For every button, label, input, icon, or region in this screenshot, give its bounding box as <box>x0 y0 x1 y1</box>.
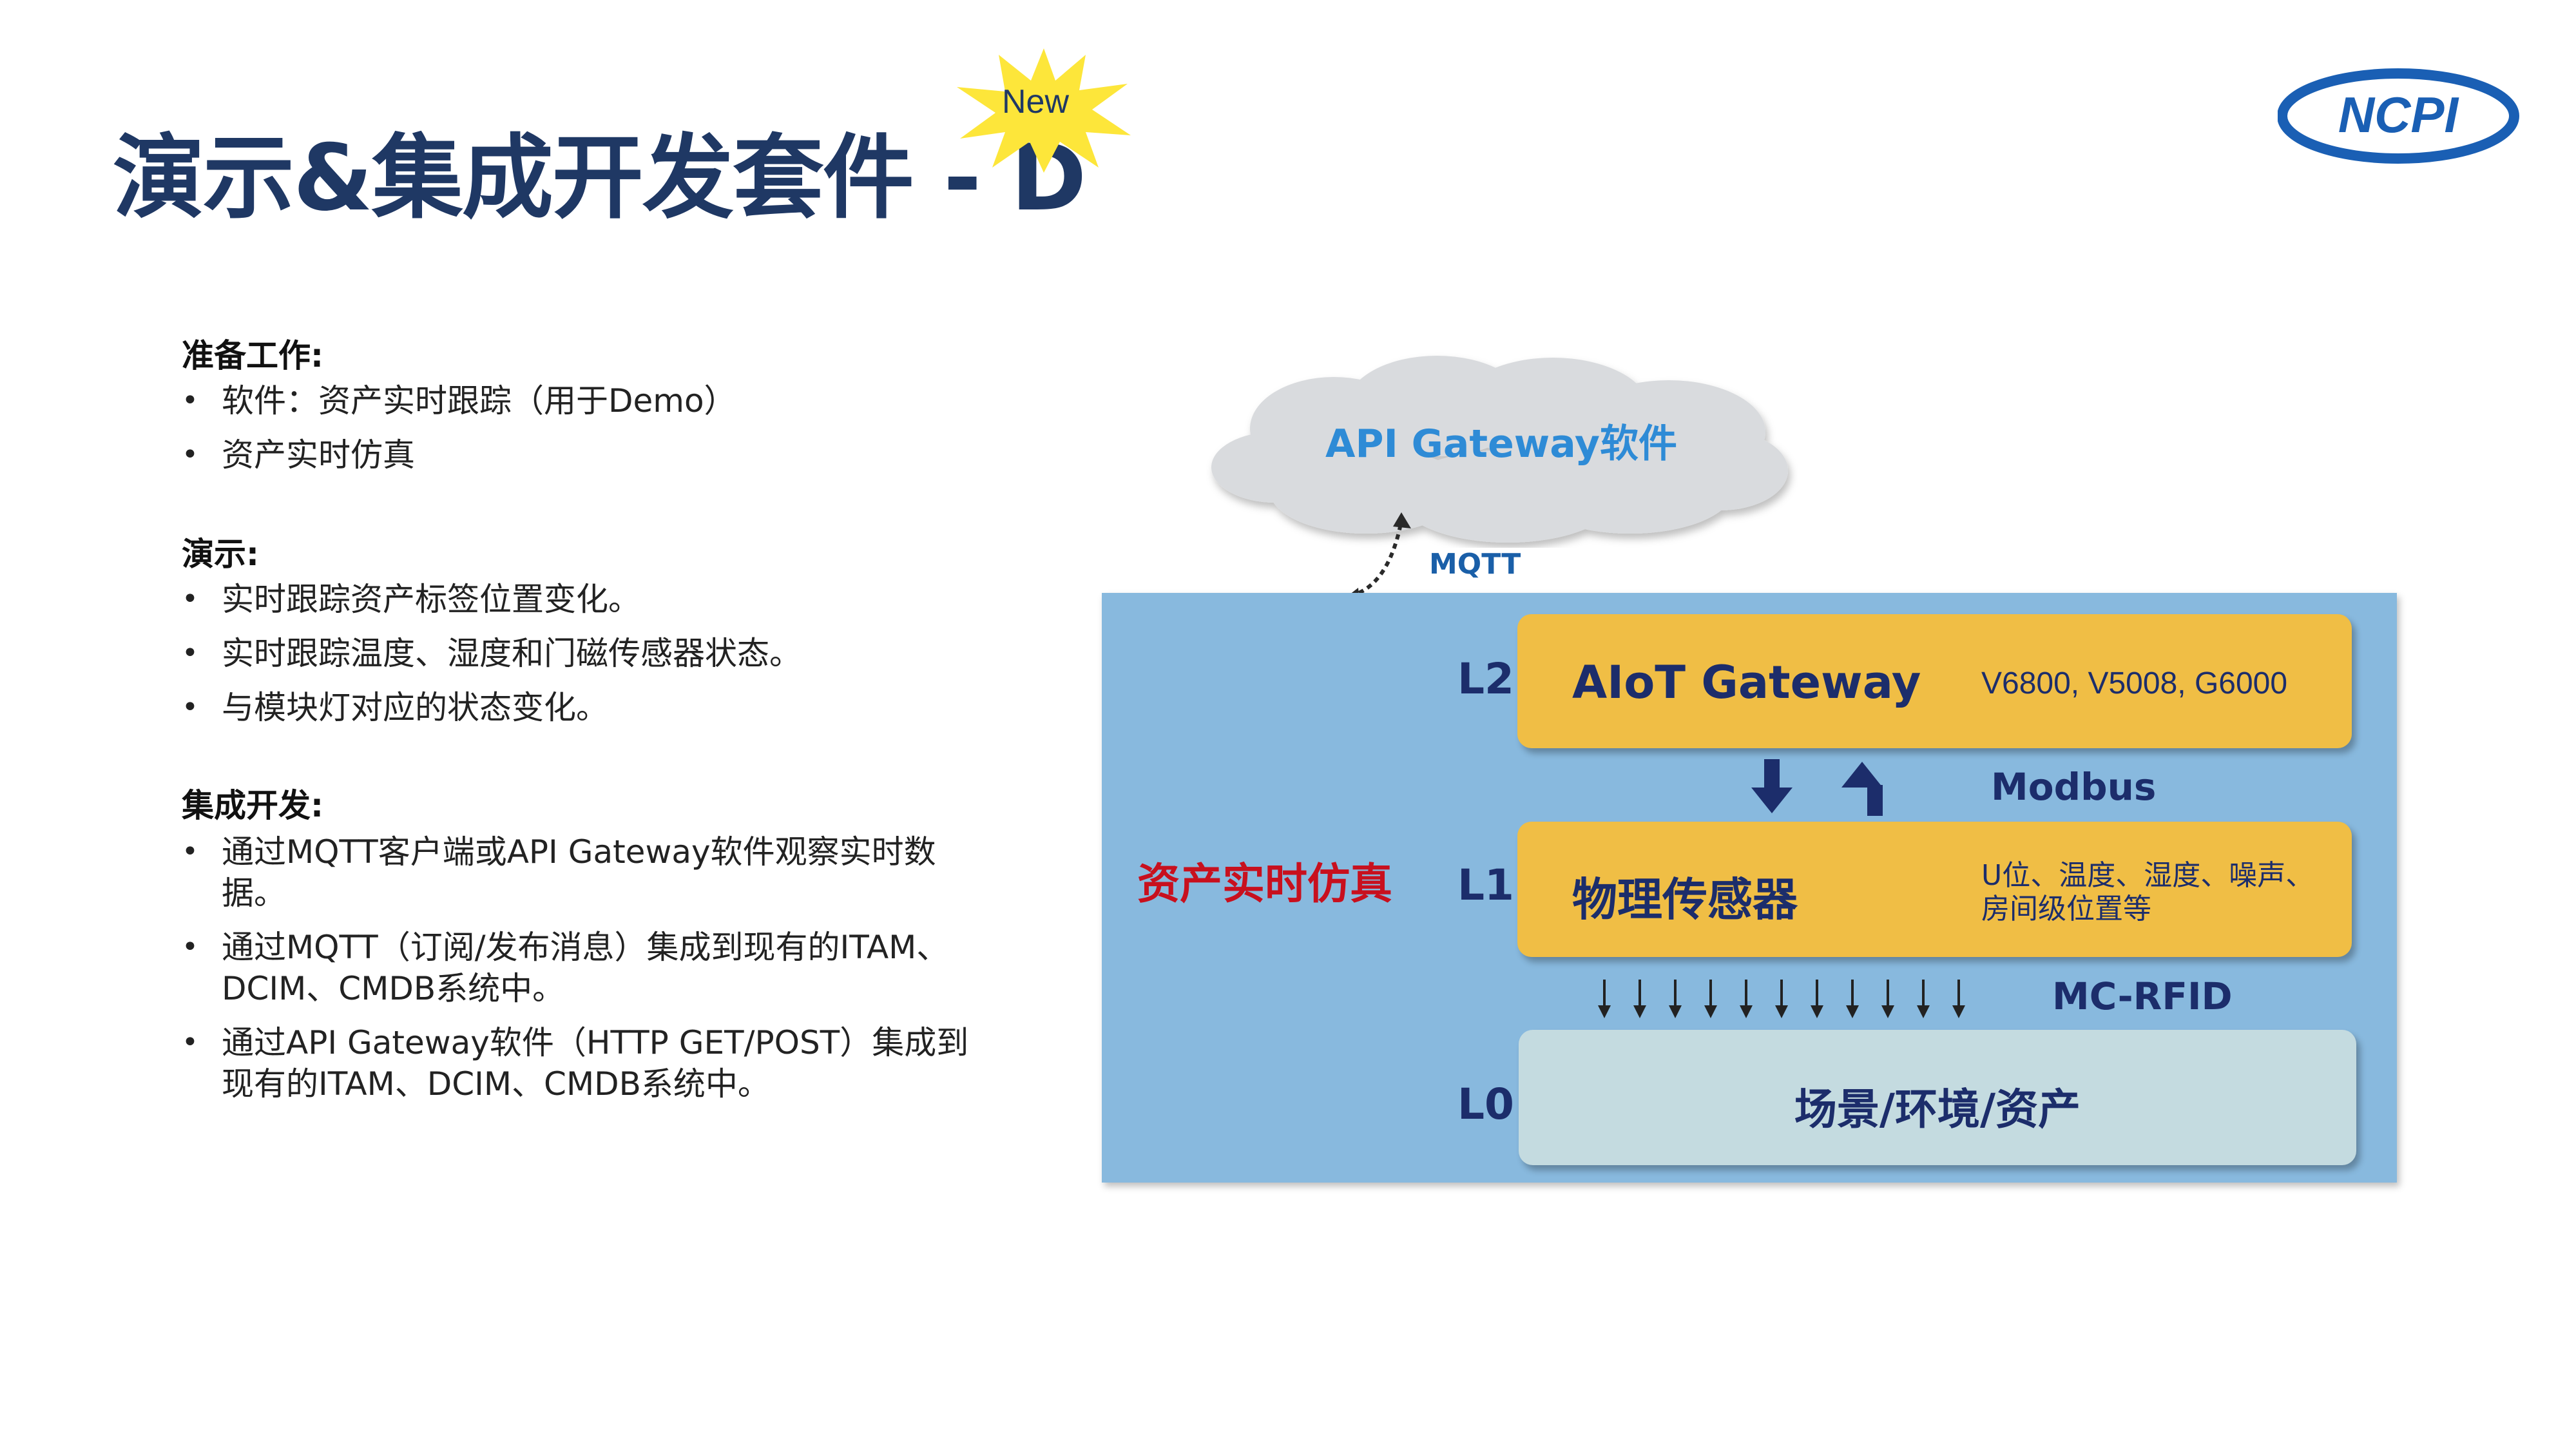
aiot-gateway-models: V6800, V5008, G6000 <box>1981 666 2288 701</box>
demo-heading: 演示: <box>182 536 259 573</box>
mc-rfid-label: MC-RFID <box>2052 974 2233 1018</box>
preparation-heading: 准备工作: <box>182 337 323 374</box>
integration-list: •通过MQTT客户端或API Gateway软件观察实时数据。 •通过MQTT（… <box>182 831 987 1117</box>
mqtt-connection-arrow-icon <box>1343 512 1411 603</box>
mqtt-label: MQTT <box>1429 548 1521 581</box>
svg-text:NCPI: NCPI <box>2338 86 2459 143</box>
page-title: 演示&集成开发套件 - D <box>113 125 1087 231</box>
aiot-gateway-title: AIoT Gateway <box>1572 656 1921 709</box>
new-badge-label: New <box>1002 83 1070 121</box>
list-item: •与模块灯对应的状态变化。 <box>182 689 608 726</box>
new-starburst-icon <box>957 48 1131 173</box>
cloud-label: API Gateway软件 <box>1325 421 1677 467</box>
list-item: •通过API Gateway软件（HTTP GET/POST）集成到现有的ITA… <box>182 1024 969 1103</box>
integration-heading: 集成开发: <box>182 787 323 824</box>
physical-sensor-box <box>1517 822 2352 957</box>
rfid-arrows-icon <box>1598 980 1965 1018</box>
list-item: •通过MQTT客户端或API Gateway软件观察实时数据。 <box>182 833 936 912</box>
list-item: •资产实时仿真 <box>182 436 415 474</box>
aiot-gateway-box <box>1517 614 2352 748</box>
scene-environment-asset-title: 场景/环境/资产 <box>1794 1085 2081 1134</box>
list-item: •通过MQTT（订阅/发布消息）集成到现有的ITAM、DCIM、CMDB系统中。 <box>182 929 949 1007</box>
modbus-label: Modbus <box>1991 765 2157 809</box>
list-item: •实时跟踪资产标签位置变化。 <box>182 581 640 618</box>
modbus-arrows-icon <box>1751 759 1883 816</box>
cloud-icon <box>1211 356 1788 543</box>
list-item: •实时跟踪温度、湿度和门磁传感器状态。 <box>182 635 802 672</box>
scene-environment-asset-box <box>1519 1030 2356 1165</box>
physical-sensor-detail: U位、温度、湿度、噪声、房间级位置等 <box>1981 859 2314 925</box>
simulation-label: 资产实时仿真 <box>1137 859 1392 909</box>
level-l2-tag: L2 <box>1457 654 1514 704</box>
list-item: •软件：资产实时跟踪（用于Demo） <box>182 382 736 420</box>
ncpi-logo: NCPI <box>2278 68 2519 164</box>
level-l0-tag: L0 <box>1457 1079 1514 1129</box>
physical-sensor-title: 物理传感器 <box>1572 873 1798 926</box>
demo-list: •实时跟踪资产标签位置变化。 •实时跟踪温度、湿度和门磁传感器状态。 •与模块灯… <box>182 579 987 741</box>
preparation-list: •软件：资产实时跟踪（用于Demo） •资产实时仿真 <box>182 380 987 488</box>
level-l1-tag: L1 <box>1457 860 1514 910</box>
